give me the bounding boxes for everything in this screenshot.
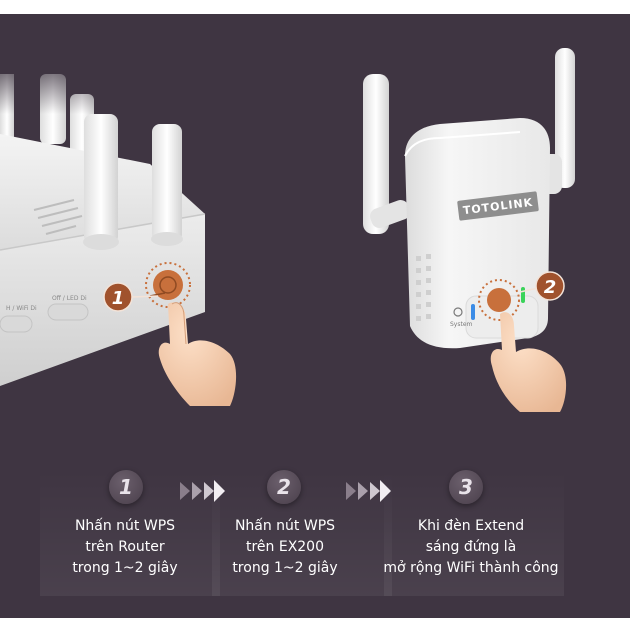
- step-3-line-2: sáng đứng là: [425, 539, 517, 555]
- step-3-line-1: Khi đèn Extend: [417, 518, 525, 534]
- step-1-line-2: trên Router: [85, 539, 165, 555]
- arrow-icon-2: [346, 480, 391, 502]
- brand-logo: [457, 191, 539, 221]
- power-icon: [453, 307, 463, 317]
- callout-1: 1: [103, 282, 159, 312]
- illustration: H / WiFi Di Off / LED Di 1: [0, 48, 575, 412]
- step-1-badge: 1: [109, 470, 143, 504]
- callout-2: 2: [519, 271, 565, 301]
- instruction-scene: H / WiFi Di Off / LED Di 1: [0, 14, 630, 618]
- step-2-line-3: trong 1~2 giây: [232, 560, 338, 576]
- arrow-icon-1: [180, 480, 225, 502]
- extend-led: [521, 287, 525, 303]
- hand-pressing-extender: [490, 312, 567, 412]
- callout-2-number: 2: [544, 277, 557, 298]
- step-3-line-3: mở rộng WiFi thành công: [383, 560, 559, 576]
- step-3-badge: 3: [449, 470, 483, 504]
- system-led: [471, 304, 475, 320]
- step-2-text: Nhấn nút WPS trên EX200 trong 1~2 giây: [200, 516, 370, 579]
- step-1-text: Nhấn nút WPS trên Router trong 1~2 giây: [40, 516, 210, 579]
- hand-pressing-router: [158, 302, 237, 406]
- router: [0, 54, 210, 386]
- router-port-left-label: H / WiFi Di: [6, 305, 37, 312]
- extender: [363, 48, 575, 349]
- wps-button-extender[interactable]: [487, 288, 511, 312]
- step-1-line-1: Nhấn nút WPS: [74, 518, 176, 534]
- wps-button-router[interactable]: [153, 270, 183, 300]
- router-port-right-label: Off / LED Di: [52, 295, 87, 302]
- callout-1-number: 1: [112, 288, 125, 309]
- system-label: System: [450, 321, 473, 328]
- wps-ring-extender: [478, 279, 520, 321]
- step-1-line-3: trong 1~2 giây: [72, 560, 178, 576]
- step-3-text: Khi đèn Extend sáng đứng là mở rộng WiFi…: [376, 516, 566, 579]
- step-2-line-1: Nhấn nút WPS: [234, 518, 336, 534]
- step-2-badge: 2: [267, 470, 301, 504]
- wps-ring-router: [145, 262, 191, 308]
- step-2-line-2: trên EX200: [245, 539, 325, 555]
